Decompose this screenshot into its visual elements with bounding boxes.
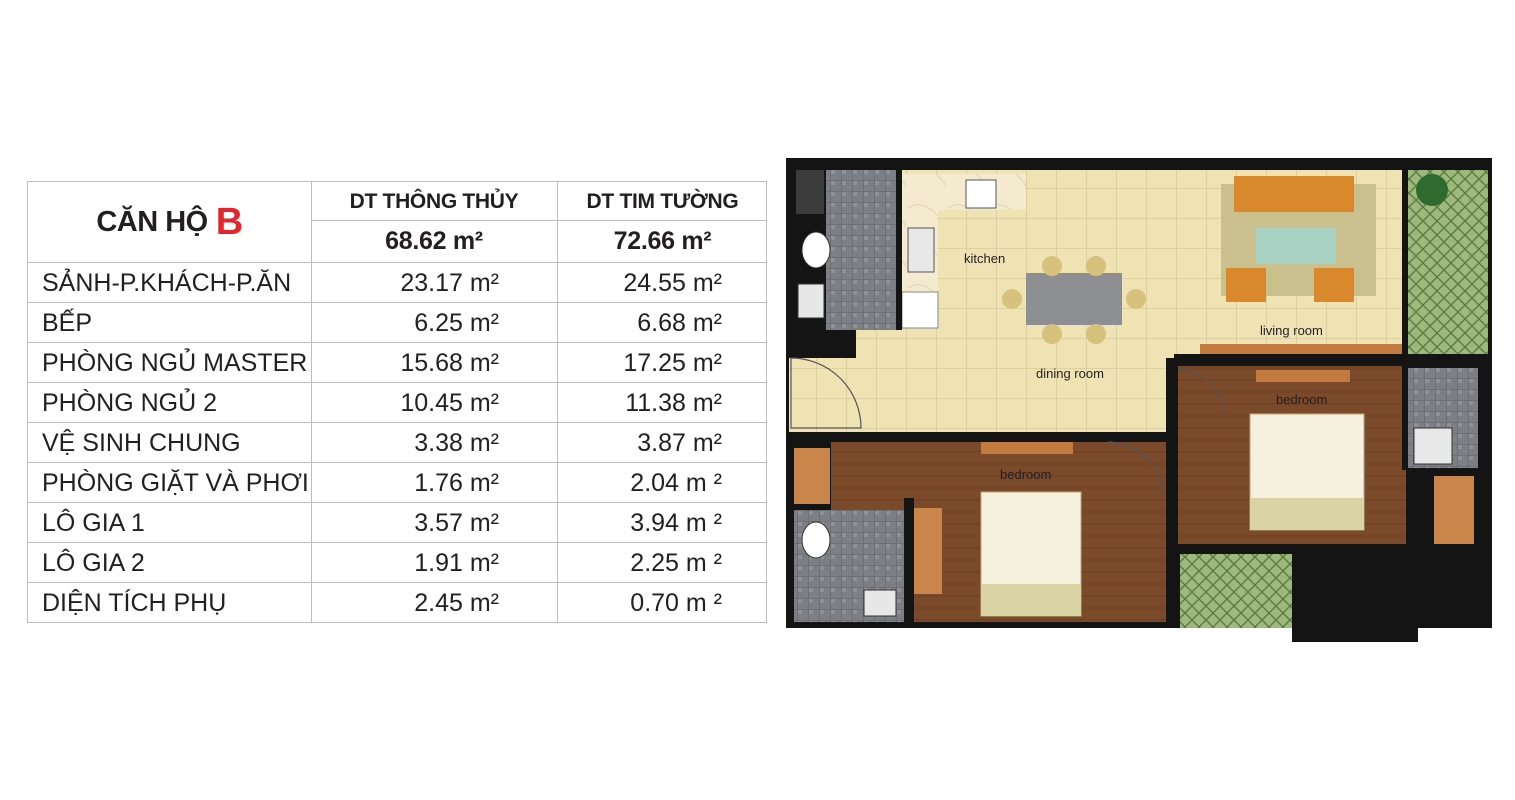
apartment-letter: B: [215, 200, 243, 243]
row-label: LÔ GIA 2: [42, 549, 145, 577]
table-divider: [28, 582, 766, 583]
label-dining-room: dining room: [1036, 366, 1104, 381]
row-value-tim-tuong: 3.94 m ²: [630, 509, 722, 537]
table-divider: [311, 220, 766, 221]
area-table: CĂN HỘ B DT THÔNG THỦY DT TIM TƯỜNG 68.6…: [27, 181, 767, 623]
row-value-thong-thuy: 1.91 m²: [414, 549, 499, 577]
total-tim-tuong: 72.66 m²: [613, 227, 712, 255]
table-divider: [311, 182, 312, 622]
column-header-tim-tuong: DT TIM TƯỜNG: [586, 190, 739, 213]
row-value-tim-tuong: 3.87 m²: [637, 429, 722, 457]
row-value-tim-tuong: 0.70 m ²: [630, 589, 722, 617]
apartment-title-prefix: CĂN HỘ: [96, 205, 208, 238]
row-value-thong-thuy: 23.17 m²: [400, 269, 499, 297]
label-kitchen: kitchen: [964, 251, 1005, 266]
table-divider: [28, 382, 766, 383]
row-value-thong-thuy: 3.38 m²: [414, 429, 499, 457]
row-value-tim-tuong: 6.68 m²: [637, 309, 722, 337]
table-divider: [28, 422, 766, 423]
balcony-2: [1180, 554, 1292, 628]
row-value-thong-thuy: 6.25 m²: [414, 309, 499, 337]
row-label: PHÒNG NGỦ 2: [42, 389, 218, 417]
row-label: DIỆN TÍCH PHỤ: [42, 589, 227, 617]
apartment-title: CĂN HỘ B: [28, 182, 311, 262]
table-divider: [28, 542, 766, 543]
row-label: VỆ SINH CHUNG: [42, 429, 241, 457]
label-bedroom-right: bedroom: [1276, 392, 1327, 407]
table-divider: [557, 182, 558, 622]
row-label: BẾP: [42, 309, 93, 337]
coffee-table: [1256, 228, 1336, 264]
table-divider: [28, 502, 766, 503]
row-value-tim-tuong: 17.25 m²: [623, 349, 722, 377]
row-value-tim-tuong: 2.04 m ²: [630, 469, 722, 497]
row-value-thong-thuy: 2.45 m²: [414, 589, 499, 617]
floor-plan-drawing: kitchen dining room living room bedroom …: [786, 158, 1492, 642]
table-divider: [28, 342, 766, 343]
row-label: PHÒNG GIẶT VÀ PHƠI: [42, 469, 309, 497]
row-label: PHÒNG NGỦ MASTER: [42, 349, 308, 377]
column-header-thong-thuy: DT THÔNG THỦY: [349, 190, 519, 213]
floor-plan: kitchen dining room living room bedroom …: [786, 158, 1492, 642]
common-bathroom: [826, 170, 896, 330]
row-value-tim-tuong: 24.55 m²: [623, 269, 722, 297]
table-divider: [28, 302, 766, 303]
row-label: SẢNH-P.KHÁCH-P.ĂN: [42, 269, 292, 297]
row-label: LÔ GIA 1: [42, 509, 145, 537]
total-thong-thuy: 68.62 m²: [385, 227, 483, 255]
dining-table: [1026, 273, 1122, 325]
row-value-thong-thuy: 15.68 m²: [400, 349, 499, 377]
label-living-room: living room: [1260, 323, 1323, 338]
label-bedroom-left: bedroom: [1000, 467, 1051, 482]
row-value-thong-thuy: 1.76 m²: [414, 469, 499, 497]
sofa: [1234, 176, 1354, 212]
table-divider: [28, 462, 766, 463]
table-divider: [28, 262, 766, 263]
row-value-thong-thuy: 3.57 m²: [414, 509, 499, 537]
row-value-thong-thuy: 10.45 m²: [400, 389, 499, 417]
row-value-tim-tuong: 2.25 m ²: [630, 549, 722, 577]
row-value-tim-tuong: 11.38 m²: [625, 389, 722, 417]
